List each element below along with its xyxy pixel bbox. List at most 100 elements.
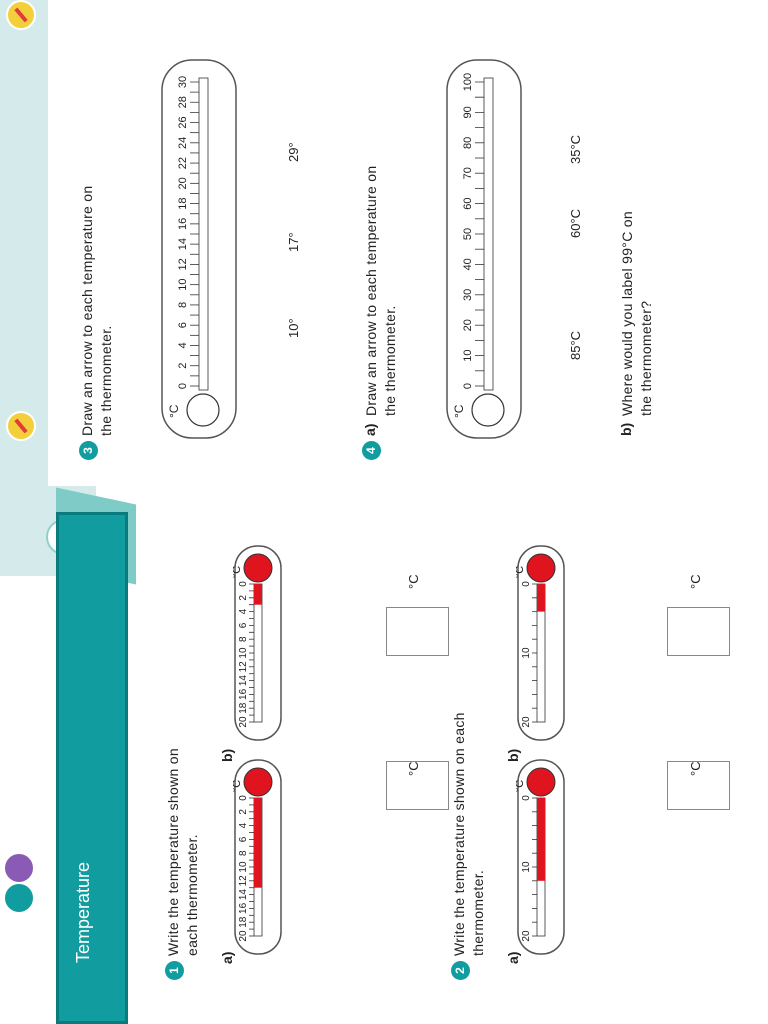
tick-label: 30 bbox=[462, 289, 474, 301]
tick-label: 20 bbox=[177, 177, 189, 189]
unit-label: °C bbox=[688, 761, 703, 776]
tick-label: 6 bbox=[238, 836, 249, 842]
tick-label: 6 bbox=[177, 322, 189, 328]
tick-label: 14 bbox=[177, 238, 189, 250]
question-number: 3 bbox=[79, 441, 98, 460]
page-title: Temperature bbox=[73, 861, 93, 963]
answer-box[interactable] bbox=[667, 607, 730, 656]
title-banner: Temperature bbox=[56, 512, 128, 1024]
tick-label: 2 bbox=[238, 595, 249, 601]
question-text: Write the temperature shown on each ther… bbox=[451, 712, 486, 956]
tick-label: 26 bbox=[177, 116, 189, 128]
question-text: Where would you label 99°C on the thermo… bbox=[619, 211, 654, 416]
tick-label: 10 bbox=[521, 647, 532, 659]
thermometer-bulb bbox=[526, 553, 556, 583]
tick-label: 50 bbox=[462, 228, 474, 240]
thermometer-bulb bbox=[243, 553, 273, 583]
tick-label: 14 bbox=[238, 675, 249, 687]
thermometer-bulb bbox=[186, 393, 220, 427]
target-temperature: 35°C bbox=[568, 134, 583, 164]
tick-label: 100 bbox=[462, 73, 474, 91]
tick-label: 4 bbox=[238, 608, 249, 614]
unit-label: °C bbox=[688, 574, 703, 589]
unit-label: °C bbox=[516, 780, 526, 792]
tick-label: 16 bbox=[177, 218, 189, 230]
pencil-icon bbox=[6, 411, 36, 441]
pencil-icon bbox=[6, 0, 36, 30]
thermometer-bulb bbox=[526, 767, 556, 797]
moon-icon bbox=[3, 882, 35, 914]
tick-label: 14 bbox=[238, 889, 249, 901]
tick-label: 0 bbox=[238, 581, 249, 587]
target-temperature: 29° bbox=[286, 142, 301, 162]
answer-box[interactable] bbox=[386, 607, 449, 656]
tick-label: 30 bbox=[177, 76, 189, 88]
question-text: Write the temperature shown on each ther… bbox=[165, 748, 200, 956]
tick-label: 10 bbox=[177, 279, 189, 291]
unit-label: °C bbox=[233, 780, 243, 792]
mercury-column bbox=[537, 798, 545, 881]
target-temperature: 17° bbox=[286, 232, 301, 252]
tick-label: 12 bbox=[177, 258, 189, 270]
thermometer-tube bbox=[483, 77, 494, 391]
tick-label: 10 bbox=[521, 861, 532, 873]
tick-label: 20 bbox=[238, 716, 249, 728]
tick-label: 20 bbox=[462, 319, 474, 331]
thermometer-bulb bbox=[471, 393, 505, 427]
tick-label: 0 bbox=[238, 795, 249, 801]
question-text: Draw an arrow to each temperature on the… bbox=[79, 185, 114, 436]
tick-label: 10 bbox=[462, 349, 474, 361]
tick-label: 0 bbox=[462, 383, 474, 389]
unit-label: °C bbox=[233, 566, 243, 578]
question-number: 2 bbox=[451, 961, 470, 980]
tick-label: 8 bbox=[238, 850, 249, 856]
unit-label: °C bbox=[406, 761, 421, 776]
part-label: b) bbox=[618, 422, 634, 436]
unit-label: °C bbox=[516, 566, 526, 578]
thermometer: 0 10 20 °C bbox=[516, 759, 565, 955]
tick-label: 0 bbox=[521, 581, 532, 587]
question-number: 1 bbox=[165, 961, 184, 980]
cloud-icon bbox=[3, 852, 35, 884]
tick-label: 8 bbox=[238, 636, 249, 642]
tick-label: 80 bbox=[462, 137, 474, 149]
question-text: Draw an arrow to each temperature on the… bbox=[363, 165, 398, 416]
tick-label: 18 bbox=[177, 197, 189, 209]
tick-label: 70 bbox=[462, 167, 474, 179]
tick-label: 16 bbox=[238, 902, 249, 914]
target-temperature: 60°C bbox=[568, 208, 583, 238]
tick-label: 2 bbox=[238, 809, 249, 815]
mercury-column bbox=[254, 798, 262, 888]
tick-label: 20 bbox=[521, 930, 532, 942]
tick-label: 0 bbox=[521, 795, 532, 801]
tick-label: 20 bbox=[238, 930, 249, 942]
tick-label: 10 bbox=[238, 861, 249, 873]
unit-label: °C bbox=[452, 404, 466, 418]
tick-label: 60 bbox=[462, 197, 474, 209]
thermometer-tube bbox=[198, 77, 209, 391]
unit-label: °C bbox=[406, 574, 421, 589]
tick-label: 16 bbox=[238, 688, 249, 700]
tick-label: 40 bbox=[462, 258, 474, 270]
target-temperature: 85°C bbox=[568, 330, 583, 360]
left-header-white bbox=[0, 512, 48, 1024]
tick-label: 22 bbox=[177, 157, 189, 169]
tick-label: 18 bbox=[238, 702, 249, 714]
tick-label: 12 bbox=[238, 875, 249, 887]
tick-label: 12 bbox=[238, 661, 249, 673]
tick-label: 4 bbox=[177, 342, 189, 348]
mercury-column bbox=[254, 583, 262, 605]
unit-label: °C bbox=[167, 404, 181, 418]
tick-label: 28 bbox=[177, 96, 189, 108]
question-number: 4 bbox=[362, 441, 381, 460]
tick-label: 2 bbox=[177, 363, 189, 369]
tick-label: 4 bbox=[238, 822, 249, 828]
tick-label: 24 bbox=[177, 137, 189, 149]
thermometer-bulb bbox=[243, 767, 273, 797]
